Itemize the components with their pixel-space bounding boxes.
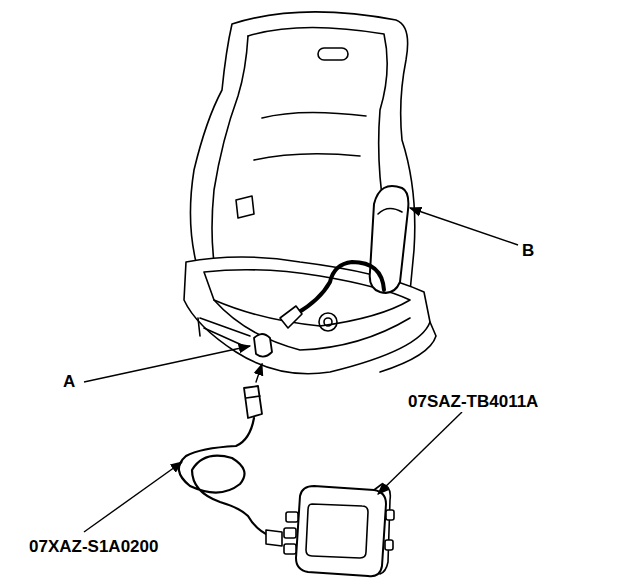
tester-box: [296, 486, 386, 576]
plug-arrow: [256, 364, 262, 382]
tool-part-number: 07XAZ-S1A0200: [28, 538, 159, 557]
wire-connector: [280, 306, 302, 328]
cushion-edge: [214, 300, 410, 350]
tester-port: [286, 512, 298, 522]
buckle: [236, 196, 254, 218]
leader-line: [378, 412, 462, 494]
seat-back-panel: [248, 27, 387, 268]
seat-knob: [319, 313, 337, 331]
side-airbag-detail: [378, 208, 402, 214]
leader-line: [410, 208, 518, 245]
headrest-slot: [318, 48, 348, 60]
callout-letter: A: [62, 373, 76, 392]
tester-screen: [306, 504, 368, 558]
seat-back: [190, 12, 414, 292]
seat-drawing: [179, 12, 436, 576]
cable-coil: [179, 418, 270, 536]
seat-rail: [198, 318, 250, 346]
tester-side: [374, 484, 390, 574]
leader-line: [84, 462, 182, 532]
tester-port: [386, 510, 394, 520]
connector-a: [254, 334, 272, 357]
seat-side: [380, 322, 436, 372]
seat-back-seam: [254, 154, 360, 160]
seat-knob: [324, 318, 332, 326]
tester-port: [284, 528, 296, 538]
callout-letter: B: [521, 242, 535, 261]
wire-harness: [296, 262, 384, 314]
tool-part-number: 07SAZ-TB4011A: [407, 393, 539, 412]
cable-end-plug: [266, 530, 282, 546]
leader-lines: [84, 208, 518, 532]
cable-plug: [244, 386, 262, 418]
tester-port: [385, 540, 393, 550]
seat-back-seam: [262, 112, 366, 118]
cable-plug-detail: [246, 396, 260, 398]
leader-line: [84, 346, 250, 382]
seat-back-panel: [212, 36, 248, 262]
tester-port: [284, 544, 296, 554]
side-airbag: [370, 186, 409, 293]
